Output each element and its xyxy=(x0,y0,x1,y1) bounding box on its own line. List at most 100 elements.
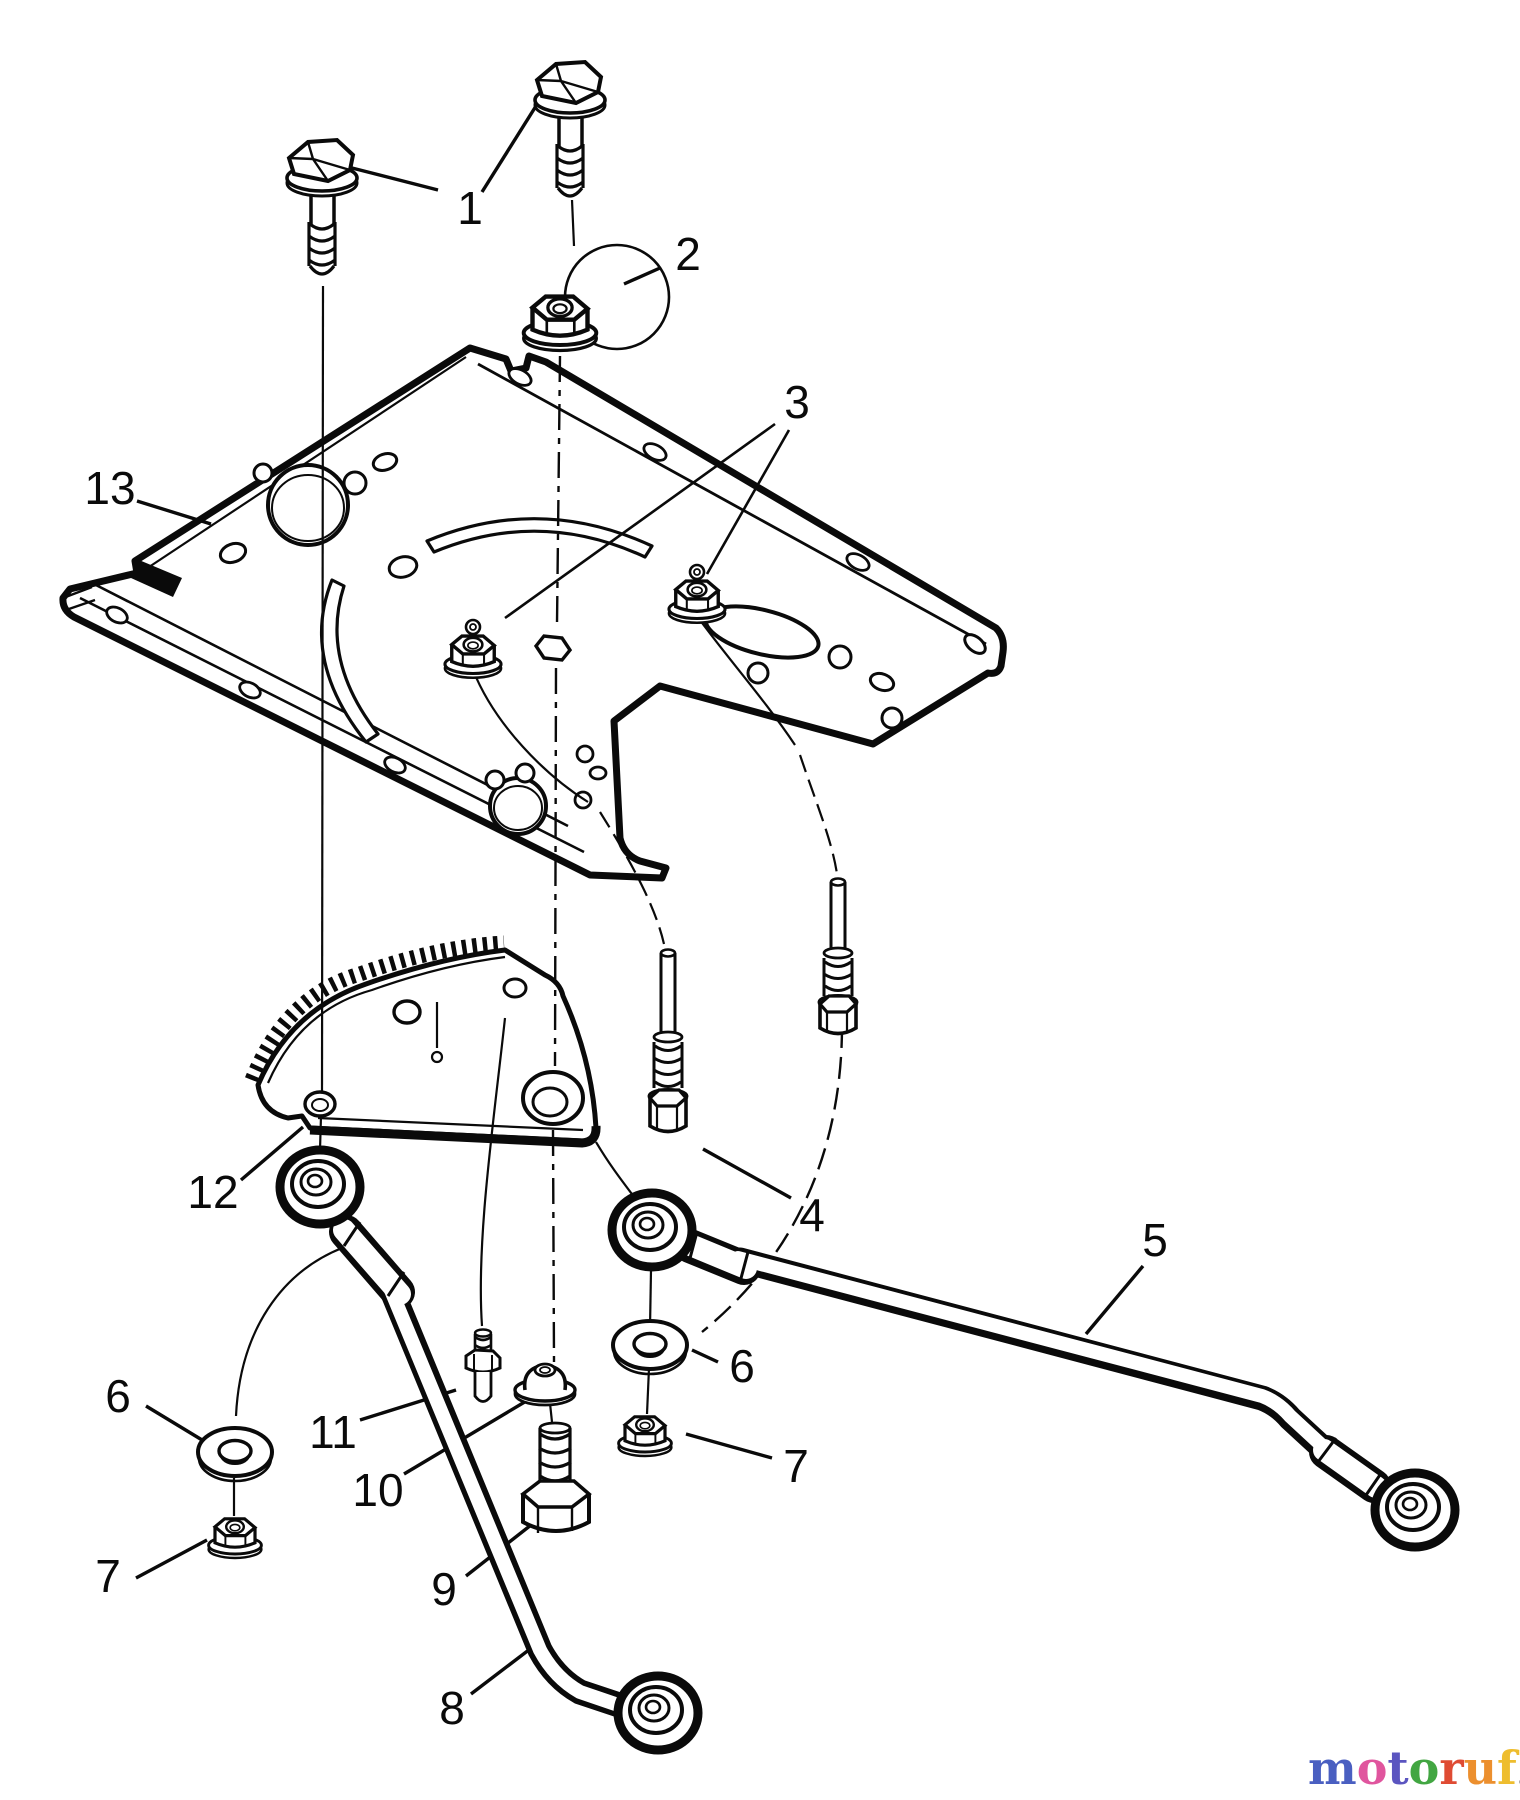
leader-2 xyxy=(623,266,661,286)
flange-nut-part3-left xyxy=(464,618,482,636)
callout-5: 5 xyxy=(1142,1214,1168,1266)
rod8-tube-core xyxy=(381,1276,631,1714)
shoulder-bolt-part4-b xyxy=(817,877,859,1036)
frame-plate-part13 xyxy=(59,344,1007,882)
rod5-tube-outline xyxy=(727,1247,1355,1479)
stud-line-washer6r-nut7r xyxy=(645,1367,651,1415)
plate-hole xyxy=(575,744,595,764)
sector-pin-dot xyxy=(430,1050,444,1064)
washer-part6-right xyxy=(611,1319,689,1376)
axis-left-bolt1-lower xyxy=(318,1115,323,1151)
plate-hole-medium-inner xyxy=(493,785,543,831)
bolt4-collar xyxy=(652,1030,684,1044)
axis-bolt4b-dashed xyxy=(701,1025,844,1333)
hex-bolt-part9 xyxy=(520,1421,592,1533)
leader-1a xyxy=(351,166,439,192)
plate-hole-large-inner xyxy=(271,474,345,542)
balljoint-rod5-left xyxy=(612,1193,692,1267)
bolt9-head-facets xyxy=(536,1507,574,1533)
plate-hole xyxy=(827,644,853,670)
balljoint-rod5-right xyxy=(1375,1473,1455,1547)
rod5-tube-core xyxy=(731,1251,1351,1473)
flange-hole xyxy=(105,605,129,625)
axis-center-dashdot xyxy=(553,667,558,1067)
plate-hole xyxy=(746,661,770,685)
flange-nut-part2 xyxy=(524,297,597,351)
plate-hole xyxy=(514,762,536,784)
bolt9-thread-top xyxy=(538,1421,572,1435)
plate-hex-hole xyxy=(533,634,573,662)
wire-nut3b-to-bolt4b xyxy=(696,615,796,746)
callout-labels: 1 2 3 4 5 6 6 7 7 8 9 10 11 12 13 xyxy=(84,182,1167,1734)
nut10-top xyxy=(533,1362,557,1378)
plate-hole-large xyxy=(266,463,350,547)
callout-4: 4 xyxy=(799,1189,825,1241)
nut3-stud xyxy=(464,618,482,636)
leader-10 xyxy=(403,1398,529,1476)
lock-nut-part10 xyxy=(513,1362,577,1407)
sector-hole-left xyxy=(303,1090,337,1118)
drag-link-part8 xyxy=(329,1215,635,1719)
leader-13 xyxy=(136,499,212,526)
callout-6-left: 6 xyxy=(105,1370,131,1422)
flange-hole xyxy=(845,552,871,572)
plate-arc-slot xyxy=(425,517,654,559)
leader-7-left xyxy=(135,1538,208,1580)
bolt4-head-facets xyxy=(825,1012,849,1033)
leader-6-right xyxy=(691,1348,719,1364)
bolt4-top xyxy=(829,877,847,887)
plate-flange-line-topright xyxy=(477,362,987,646)
sector-hole-large-inner xyxy=(531,1086,569,1118)
bolt4-shoulder xyxy=(829,882,847,950)
leader-3b xyxy=(705,429,791,575)
plate-corner-cap xyxy=(62,585,96,612)
sector-hole-small xyxy=(392,999,422,1025)
logo-letter: m xyxy=(1308,1741,1357,1795)
logo-letter: o xyxy=(1357,1741,1388,1795)
flange-nut-part7-right xyxy=(616,1415,674,1458)
bolt4-head-hex xyxy=(647,1088,689,1108)
nut3-stud-inner xyxy=(693,568,701,576)
drag-link-part5 xyxy=(673,1229,1391,1503)
rod5-sleeve2-core xyxy=(1313,1439,1387,1498)
plate-hole xyxy=(252,462,274,484)
bolt9-threads xyxy=(538,1428,572,1490)
plate-black-notch xyxy=(131,560,182,597)
nut3-stud xyxy=(688,563,706,581)
leader-3a xyxy=(504,422,776,620)
axis-center-dashdot xyxy=(551,1129,556,1363)
nut10-top-inner xyxy=(539,1366,551,1374)
flange-bolt-part1-right xyxy=(533,60,607,198)
sector-hole-small2 xyxy=(502,977,528,999)
plate-hole xyxy=(588,765,608,781)
leader-12 xyxy=(239,1125,305,1182)
plate-hole xyxy=(342,470,368,496)
bolt11-pin xyxy=(473,1372,493,1403)
sector-hole-left-inner xyxy=(311,1098,329,1112)
flange-nut-part3-right xyxy=(688,563,706,581)
callout-6-right: 6 xyxy=(729,1340,755,1392)
plate-hole xyxy=(868,671,896,693)
plate-hole xyxy=(484,769,506,791)
plate-edge-line-topleft xyxy=(145,356,467,570)
wire-nut3a-to-bolt4a xyxy=(471,669,589,803)
bolt4-top xyxy=(659,948,677,958)
bolt11-hex-facets xyxy=(473,1354,493,1371)
callout-9: 9 xyxy=(431,1563,457,1615)
plate-hole xyxy=(963,633,987,655)
flange-nut-part3-right-body xyxy=(667,579,727,625)
flange-nut-part7-left xyxy=(207,1517,263,1560)
rod8-sleeve-caps xyxy=(342,1221,406,1297)
bolt4-collar xyxy=(822,946,854,960)
leader-1b xyxy=(480,105,538,193)
callout-1: 1 xyxy=(457,182,483,234)
plate-hole xyxy=(218,541,248,565)
wire-washer6l-to-rod8 xyxy=(234,1246,343,1417)
plate-hole xyxy=(387,555,419,579)
plate-hole xyxy=(880,706,904,730)
plate-hole xyxy=(371,452,399,472)
bolt11-hex xyxy=(464,1348,502,1374)
logo-letter: t xyxy=(1387,1741,1409,1795)
